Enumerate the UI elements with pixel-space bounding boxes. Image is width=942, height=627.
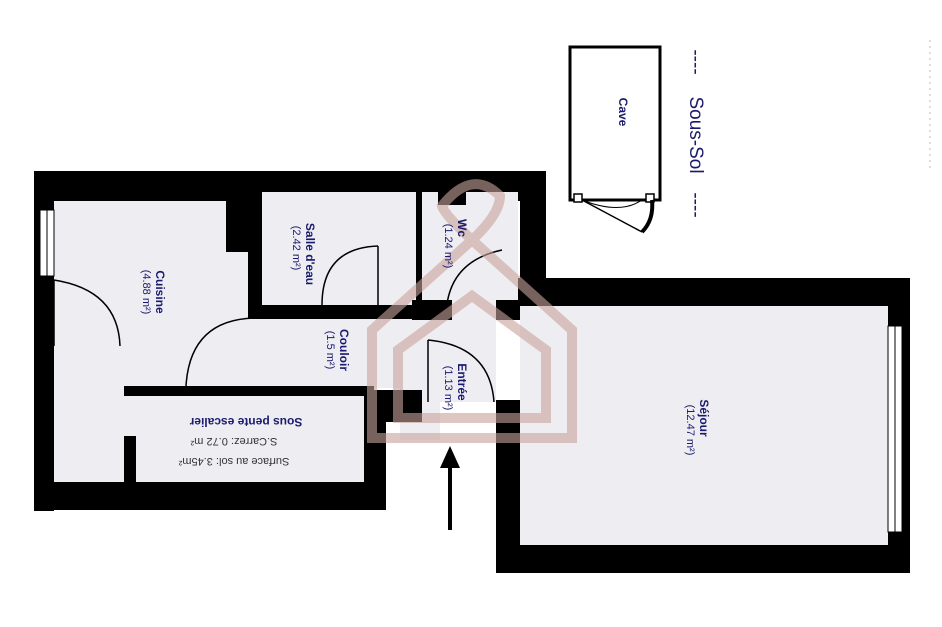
sous-sol-dashes-right: ---- bbox=[685, 192, 706, 217]
sejour-area: (12.47 m²) bbox=[684, 405, 696, 456]
cave-label: Cave bbox=[616, 98, 630, 127]
cuisine-label: Cuisine bbox=[153, 270, 167, 314]
apartment-walls bbox=[34, 171, 910, 573]
doors bbox=[53, 245, 503, 403]
watermark-logo bbox=[367, 179, 577, 443]
couloir-label: Couloir bbox=[337, 329, 351, 371]
sejour-label: Séjour bbox=[697, 399, 711, 437]
wc-label: Wc bbox=[455, 219, 469, 237]
entree-label: Entrée bbox=[455, 363, 469, 401]
sous-sol-label: ---- Sous-Sol ---- bbox=[685, 49, 706, 217]
cuisine-area: (4.88 m²) bbox=[140, 270, 152, 315]
escalier-sol: Surface au sol: 3.45m² bbox=[178, 455, 289, 467]
couloir-area: (1.5 m²) bbox=[324, 331, 336, 370]
wc-area: (1.24 m²) bbox=[442, 224, 454, 269]
salle-label: Salle d'eau bbox=[303, 223, 317, 285]
cave-room: Cave bbox=[568, 45, 662, 234]
salle-area: (2.42 m²) bbox=[290, 226, 302, 271]
sous-sol-dashes-left: ---- bbox=[685, 49, 706, 74]
escalier-label: Sous pente escalier bbox=[189, 415, 302, 429]
sous-sol-title: Sous-Sol bbox=[685, 96, 706, 173]
entree-area: (1.13 m²) bbox=[442, 366, 454, 411]
room-labels: Cuisine (4.88 m²) Salle d'eau (2.42 m²) … bbox=[140, 219, 711, 467]
escalier-carrez: S.Carrez: 0.72 m² bbox=[190, 435, 277, 447]
entrance-arrow bbox=[440, 446, 460, 530]
